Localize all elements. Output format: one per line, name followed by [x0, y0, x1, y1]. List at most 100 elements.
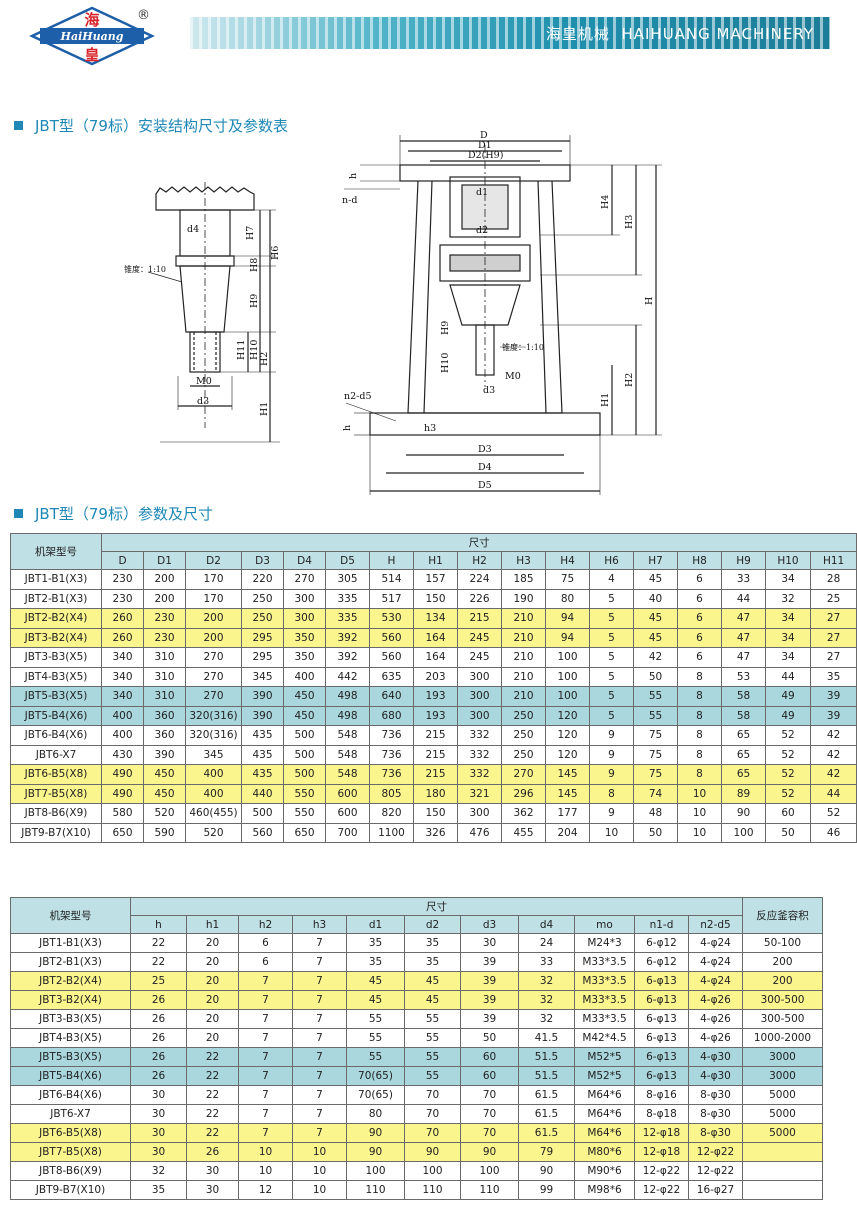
- t1-model-header: 机架型号: [10, 533, 102, 570]
- banner-company-name: 海皇机械 HAIHUANG MACHINERY: [546, 23, 814, 44]
- column-header: H11: [809, 551, 857, 570]
- value-cell: 450: [143, 783, 186, 804]
- value-cell: 47: [721, 647, 766, 668]
- label-taper-right: 锥度：1:10: [502, 342, 544, 352]
- value-cell: 55: [404, 1009, 461, 1029]
- value-cell: [742, 1180, 823, 1200]
- value-cell: [742, 1142, 823, 1162]
- value-cell: 193: [413, 686, 458, 707]
- value-cell: 9: [589, 725, 634, 746]
- column-header: d2: [404, 915, 461, 934]
- value-cell: 150: [413, 588, 458, 609]
- value-cell: 5: [589, 666, 634, 687]
- value-cell: 6: [238, 933, 293, 953]
- value-cell: 345: [241, 666, 284, 687]
- value-cell: 75: [633, 744, 678, 765]
- value-cell: 90: [721, 803, 766, 824]
- value-cell: 35: [404, 952, 461, 972]
- value-cell: 550: [283, 803, 326, 824]
- value-cell: 392: [325, 647, 370, 668]
- model-cell: JBT5-B4(X6): [10, 705, 102, 726]
- value-cell: 80: [545, 588, 590, 609]
- column-header: d1: [346, 915, 405, 934]
- value-cell: 6-φ13: [634, 990, 689, 1010]
- value-cell: 45: [346, 971, 405, 991]
- value-cell: 25: [130, 971, 187, 991]
- value-cell: 32: [518, 990, 575, 1010]
- t2-dim-header: 尺寸: [130, 897, 743, 916]
- value-cell: 65: [721, 764, 766, 785]
- value-cell: 26: [186, 1142, 239, 1162]
- value-cell: 300-500: [742, 990, 823, 1010]
- value-cell: 22: [186, 1104, 239, 1124]
- value-cell: 7: [292, 1009, 347, 1029]
- label-H2: H2: [259, 352, 270, 366]
- value-cell: 8-φ30: [688, 1123, 743, 1143]
- model-cell: JBT5-B3(X5): [10, 1047, 131, 1067]
- label-d3-right: d3: [483, 385, 495, 396]
- value-cell: 39: [460, 971, 519, 991]
- value-cell: 44: [765, 666, 811, 687]
- model-cell: JBT2-B2(X4): [10, 608, 102, 629]
- value-cell: 215: [413, 725, 458, 746]
- value-cell: 8-φ30: [688, 1104, 743, 1124]
- value-cell: 20: [186, 933, 239, 953]
- column-header: h2: [238, 915, 293, 934]
- value-cell: 7: [292, 990, 347, 1010]
- value-cell: 70: [404, 1104, 461, 1124]
- value-cell: 200: [143, 588, 186, 609]
- label-H9: H9: [249, 294, 260, 308]
- value-cell: 48: [633, 803, 678, 824]
- value-cell: 12-φ22: [688, 1142, 743, 1162]
- value-cell: 440: [241, 783, 284, 804]
- value-cell: 55: [346, 1028, 405, 1048]
- value-cell: 30: [130, 1123, 187, 1143]
- label-M0: M0: [196, 376, 212, 387]
- column-header: D3: [241, 551, 284, 570]
- value-cell: 39: [460, 952, 519, 972]
- value-cell: 7: [238, 1009, 293, 1029]
- value-cell: 52: [765, 725, 811, 746]
- value-cell: 9: [589, 744, 634, 765]
- value-cell: 200: [185, 608, 242, 629]
- value-cell: 517: [369, 588, 414, 609]
- value-cell: 300: [283, 608, 326, 629]
- value-cell: 590: [143, 822, 186, 843]
- value-cell: 90: [346, 1123, 405, 1143]
- value-cell: 44: [809, 783, 857, 804]
- value-cell: 46: [809, 822, 857, 843]
- value-cell: 300: [457, 666, 502, 687]
- page-header: 海 HaiHuang 皇 ® 海皇机械 HAIHUANG MACHINERY: [0, 0, 830, 70]
- value-cell: 450: [283, 686, 326, 707]
- value-cell: M33*3.5: [574, 952, 635, 972]
- value-cell: 24: [518, 933, 575, 953]
- value-cell: 61.5: [518, 1085, 575, 1105]
- value-cell: 6: [238, 952, 293, 972]
- value-cell: 30: [186, 1161, 239, 1181]
- value-cell: 460(455): [185, 803, 242, 824]
- value-cell: 55: [633, 686, 678, 707]
- value-cell: 310: [143, 686, 186, 707]
- value-cell: 30: [130, 1085, 187, 1105]
- model-cell: JBT7-B5(X8): [10, 1142, 131, 1162]
- label-d3: d3: [197, 396, 209, 407]
- model-cell: JBT6-X7: [10, 1104, 131, 1124]
- value-cell: 12-φ18: [634, 1123, 689, 1143]
- column-header: h1: [186, 915, 239, 934]
- square-bullet-icon: [14, 509, 23, 518]
- value-cell: 300: [283, 588, 326, 609]
- value-cell: 41.5: [518, 1028, 575, 1048]
- label-H10-right: H10: [440, 353, 451, 373]
- column-header: H: [369, 551, 414, 570]
- value-cell: 435: [241, 744, 284, 765]
- value-cell: 224: [457, 569, 502, 590]
- label-D1: D1: [478, 140, 492, 151]
- value-cell: 7: [238, 1104, 293, 1124]
- value-cell: 32: [518, 1009, 575, 1029]
- value-cell: 10: [292, 1161, 347, 1181]
- value-cell: 52: [809, 803, 857, 824]
